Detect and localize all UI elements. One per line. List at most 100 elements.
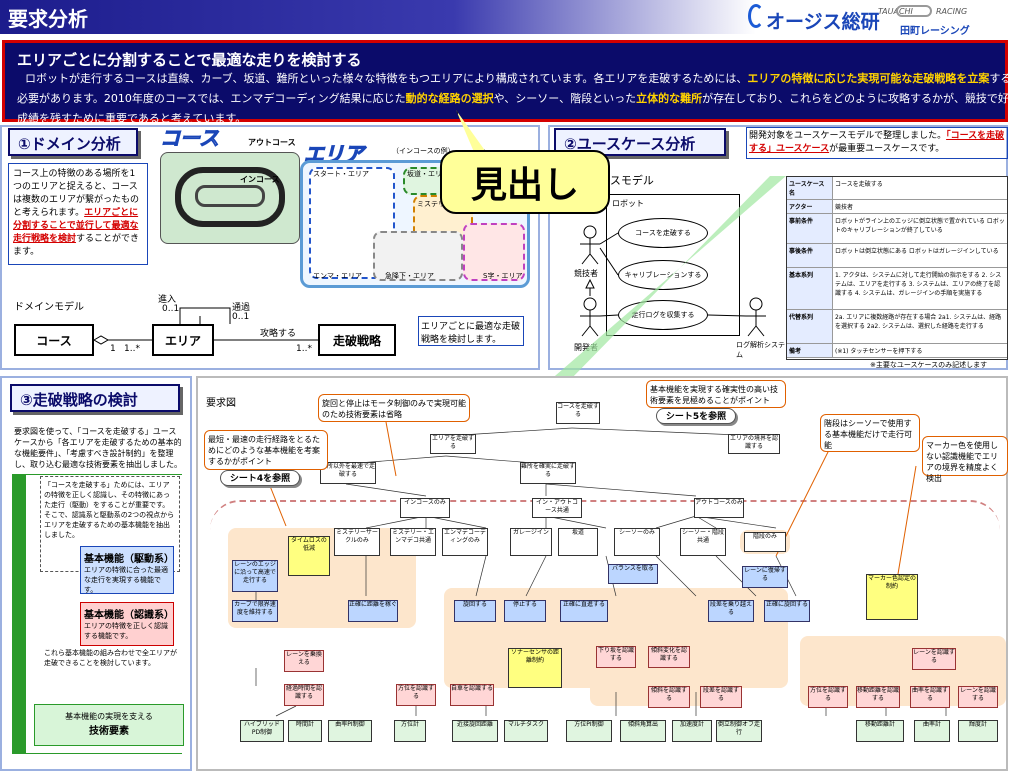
logo-sub-right: RACING xyxy=(936,7,968,16)
tech-title: 基本機能の実現を支える xyxy=(65,712,153,721)
banner-text-2: する必要があります。2010年度のコースでは、エンマデコーディング結果に応じた xyxy=(17,72,1012,105)
logo-jp: 田町レーシング xyxy=(900,26,970,37)
usecase-desc-link: 「コースを走破する」ユースケース xyxy=(749,131,1005,154)
note-motor: 旋回と停止はモータ制御のみで実現可能のため技術要素は省略 xyxy=(318,394,470,422)
req-outcourse: アウトコースのみ xyxy=(694,498,744,518)
req-pink-lane: レーンを乗換える xyxy=(284,650,324,672)
banner-text-3: や、シーソー、階段といった xyxy=(493,92,637,105)
usecase-robot-label: ロボット xyxy=(612,199,644,208)
mult-one: 1 xyxy=(110,344,116,354)
req-pink-curvature: 曲率を認識する xyxy=(910,686,950,708)
note-marker: マーカー色を使用しない認識機能でエリアの境界を精度よく検出 xyxy=(922,436,1008,483)
banner-highlight-4: 立体的な難所 xyxy=(636,92,703,105)
banner-title: エリアごとに分割することで最適な走りを検討する xyxy=(17,51,362,69)
tech-box: 基本機能の実現を支える 技術要素 xyxy=(34,704,184,746)
req-yellow-marker: マーカー色認定の制約 xyxy=(866,574,918,620)
tech-proximity: 近接旋回距離 xyxy=(452,720,498,742)
banner-highlight-1: エリアの特徴に応じた実現可能な走破戦略 xyxy=(747,72,957,85)
domain-desc-link: エリアごとに分割することで並行して最適な走行戦略を検討 xyxy=(13,208,139,244)
req-seesaw-steps: シーソー・階段共通 xyxy=(680,528,726,556)
ref-sheet4[interactable]: シート4を参照 xyxy=(220,470,300,486)
req-blue-step: 段差を乗り越える xyxy=(708,600,754,622)
rel-pass: 通過 xyxy=(232,303,251,313)
req-root: コースを走破する xyxy=(556,402,600,424)
tech-tilt-calc: 傾斜角算出 xyxy=(620,720,666,742)
req-pink-lane-3: レーンを認識する xyxy=(912,648,956,670)
domain-note: エリアごとに最適な走破戦略を検討します。 xyxy=(418,316,524,346)
tech-timer: 時間計 xyxy=(288,720,322,742)
strategy-desc: 要求図を使って、「コースを走破する」ユースケースから「各エリアを走破するための基… xyxy=(14,427,182,469)
req-slope: 坂道 xyxy=(558,528,598,556)
logo-text: オージス総研 xyxy=(766,11,880,33)
logo-icon xyxy=(748,4,764,28)
class-course: コース xyxy=(14,324,94,356)
req-hard: 難所を確実に走破する xyxy=(520,462,576,484)
tech-direction-pi: 方位PI制御 xyxy=(566,720,612,742)
area-drop-zone xyxy=(373,231,463,281)
table-key: 事前条件 xyxy=(787,214,833,243)
table-value: 1. アクタは、システムに対して走行開始の指示をする 2. システムは、エリアを… xyxy=(835,272,1002,297)
table-value: ロボットがライン上のエッジに倒立状態で置かれている ロボットのキャリブレーション… xyxy=(835,218,1005,234)
req-seesaw: シーソーのみ xyxy=(614,528,660,556)
area-name-slope: 坂道・エリア xyxy=(407,170,449,178)
strategy-left-panel xyxy=(0,376,192,771)
req-diagram-label: 要求図 xyxy=(206,398,236,409)
req-fast: 難所以外を最速で走破する xyxy=(320,462,376,484)
req-blue-edge: レーンのエッジに沿って高速で走行する xyxy=(232,560,278,592)
func-recog-title: 基本機能（認識系） xyxy=(84,610,174,621)
req-pink-time: 経過時間を認識する xyxy=(284,684,324,706)
req-incourse: インコースのみ xyxy=(400,498,450,518)
func-drive-callout: 基本機能（駆動系） エリアの特徴に合った最適な走行を実現する機能です。 xyxy=(80,546,174,594)
req-enma: エンマデコーディングのみ xyxy=(442,528,488,556)
req-pink-downslope: 下り坂を認識する xyxy=(596,646,636,668)
rel-enter-mult: 0..1 xyxy=(162,304,180,314)
table-value: 2a. エリアに複数経路が存在する場合 2a1. システムは、経路を選択する 2… xyxy=(835,314,1002,330)
usecase-desc-1: 開発対象をユースケースモデルで整理しました。 xyxy=(749,131,947,141)
req-garage: ガレージイン xyxy=(510,528,552,556)
req-dashed-frame xyxy=(210,500,1000,770)
class-area: エリア xyxy=(152,324,214,356)
mult-many: 1..* xyxy=(124,344,140,354)
domain-panel xyxy=(0,125,540,370)
table-key: アクター xyxy=(787,200,833,213)
area-s-zone xyxy=(463,223,525,281)
table-key: 代替系列 xyxy=(787,310,833,343)
tech-inverted-off: 倒立制御オフ走行 xyxy=(716,720,762,742)
course-map-image xyxy=(160,152,300,244)
header-bar xyxy=(0,0,1008,34)
req-blue-stop: 停止する xyxy=(504,600,546,622)
tech-multitask: マルチタスク xyxy=(504,720,548,742)
usecase-desc-2: が最重要ユースケースです。 xyxy=(829,144,945,154)
table-row: 事後条件ロボットは倒立状態にある ロボットはガレージインしている xyxy=(787,244,1007,268)
area-name-s: S字・エリア xyxy=(483,272,523,280)
strategy-green-bracket xyxy=(12,474,182,754)
req-blue-precise-turn: 正確に旋回する xyxy=(764,600,810,622)
req-pink-direction-2: 方位を認識する xyxy=(808,686,848,708)
table-value: コースを走破する xyxy=(835,181,883,188)
tech-curvature-pi: 曲率PI制御 xyxy=(328,720,372,742)
domain-desc-2: することができます。 xyxy=(13,234,140,257)
ref-sheet5[interactable]: シート5を参照 xyxy=(656,408,736,424)
tech-accelerometer: 加速度計 xyxy=(672,720,712,742)
course-track-shape xyxy=(175,167,285,227)
req-yellow-timeloss: タイムロスの低減 xyxy=(288,536,330,576)
req-area: エリアを走破する xyxy=(430,434,476,454)
uc-calibrate: キャリブレーションする xyxy=(618,260,708,290)
note-tech: 基本機能を実現する確実性の高い技術要素を見極めることがポイント xyxy=(646,380,786,408)
req-pink-lane-2: レーンを認識する xyxy=(958,686,998,708)
req-steps: 階段のみ xyxy=(744,532,786,552)
zoom-lines xyxy=(548,176,786,382)
area-name-drop: 急降下・エリア xyxy=(385,272,434,280)
req-blue-turn: 旋回する xyxy=(454,600,496,622)
strategy-title: ③走破戦略の検討 xyxy=(10,384,180,412)
func-drive-title: 基本機能（駆動系） xyxy=(84,554,174,565)
heading-callout: 見出し xyxy=(440,150,610,214)
table-value: ロボットは倒立状態にある ロボットはガレージインしている xyxy=(835,248,999,255)
req-common: イン・アウトコース共通 xyxy=(532,498,582,518)
tech-compass: 方位計 xyxy=(394,720,426,742)
req-pink-distance: 移動距離を認識する xyxy=(856,686,900,708)
note-route: 最短・最速の走行経路をとるためにどのような基本機能を考案するかがポイント xyxy=(204,430,328,470)
req-pink-step: 段差を認識する xyxy=(700,686,742,708)
usecase-table: ユースケース名コースを走破する アクター競技者 事前条件ロボットがライン上のエッ… xyxy=(786,176,1008,360)
